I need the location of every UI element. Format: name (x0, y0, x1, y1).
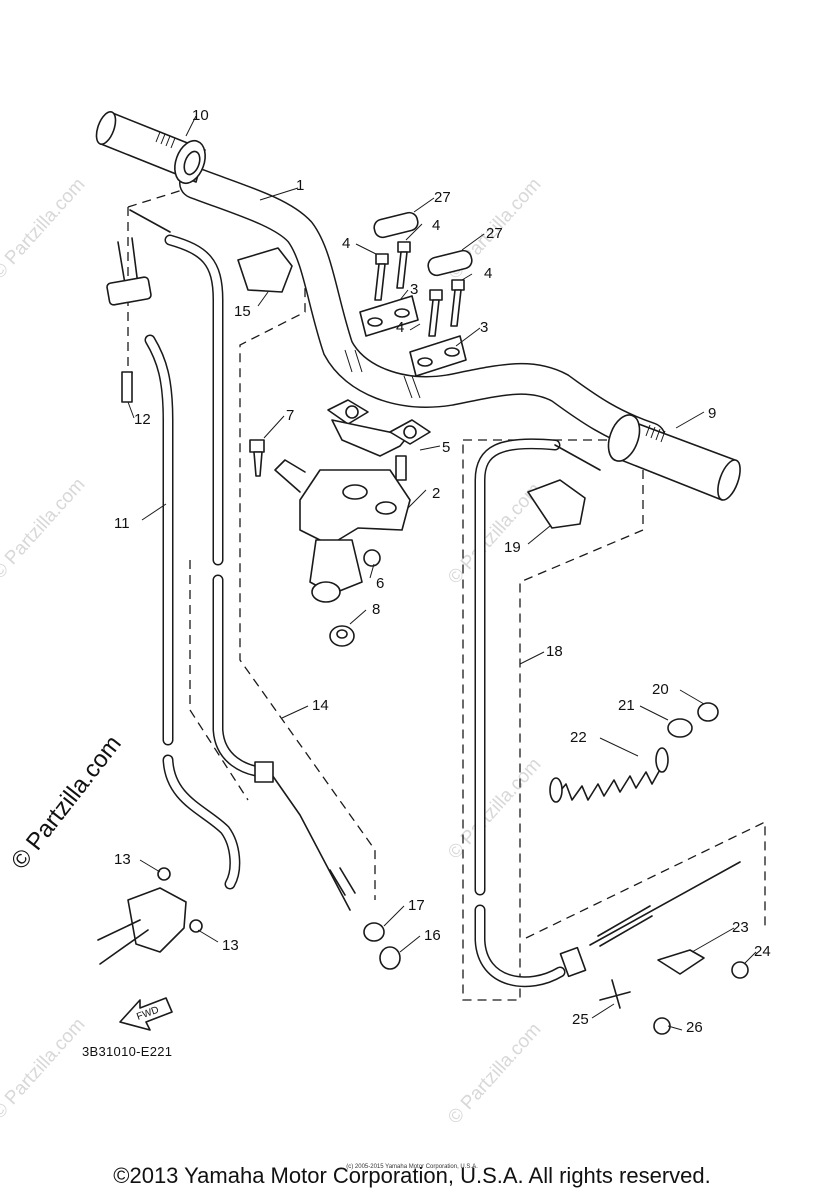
brake-cable (474, 438, 741, 988)
label-part-8: 8 (372, 601, 380, 618)
label-part-22: 22 (570, 729, 587, 746)
label-part-20: 20 (652, 681, 669, 698)
label-part-7: 7 (286, 407, 294, 424)
bracket-assembly (274, 459, 411, 603)
dashed-outline-throttle-cable (127, 186, 376, 900)
label-part-24: 24 (754, 943, 771, 960)
label-part-2: 2 (432, 485, 440, 502)
label-part-13: 13 (222, 937, 239, 954)
label-part-12: 12 (134, 411, 151, 428)
label-part-4: 4 (432, 217, 440, 234)
diagram-code: 3B31010-E221 (82, 1044, 173, 1059)
label-part-3: 3 (410, 281, 418, 298)
label-part-11: 11 (114, 515, 130, 532)
holder-covers (373, 211, 473, 277)
label-part-10: 10 (192, 107, 209, 124)
dashed-group-outlines (127, 186, 766, 1001)
cover-19 (527, 479, 586, 529)
handlebar-upper-holders (359, 295, 467, 377)
label-part-13: 13 (114, 851, 131, 868)
dashed-outline-throttle-cable-left (127, 207, 249, 801)
holder-bolts (374, 241, 465, 337)
label-part-16: 16 (424, 927, 441, 944)
nut-8 (329, 625, 355, 647)
right-grip (607, 414, 741, 501)
dashed-outline-brake-cable-inner (525, 820, 766, 939)
handlebar-lower-holder (327, 399, 431, 481)
fwd-arrow: FWD (119, 997, 173, 1031)
lower-left-bracket (97, 867, 203, 965)
label-part-9: 9 (708, 405, 716, 422)
label-part-17: 17 (408, 897, 425, 914)
label-part-27: 27 (434, 189, 451, 206)
left-grip (95, 110, 206, 185)
label-part-1: 1 (296, 177, 304, 194)
label-part-15: 15 (234, 303, 251, 320)
watermark: © Partzilla.com (444, 1019, 545, 1128)
label-part-21: 21 (618, 697, 635, 714)
label-part-3: 3 (480, 319, 488, 336)
fine-print: (c) 2005-2015 Yamaha Motor Corporation, … (346, 1164, 478, 1170)
label-part-4: 4 (342, 235, 350, 252)
label-part-26: 26 (686, 1019, 703, 1036)
small-parts (363, 702, 749, 1035)
label-part-19: 19 (504, 539, 521, 556)
bolt-7 (249, 439, 265, 477)
label-part-6: 6 (376, 575, 384, 592)
label-part-25: 25 (572, 1011, 589, 1028)
label-part-14: 14 (312, 697, 329, 714)
handlebar (179, 167, 666, 454)
left-cables (106, 209, 356, 911)
watermark: © Partzilla.com (0, 474, 89, 583)
collar-15 (237, 247, 293, 293)
watermark: © Partzilla.com (0, 174, 89, 283)
spring-22 (549, 747, 669, 803)
copyright-notice: ©2013 Yamaha Motor Corporation, U.S.A. A… (113, 1163, 711, 1188)
label-part-23: 23 (732, 919, 749, 936)
label-part-4: 4 (396, 319, 404, 336)
leader-lines (127, 115, 757, 1031)
label-part-27: 27 (486, 225, 503, 242)
watermark: © Partzilla.com (0, 1014, 89, 1123)
label-part-18: 18 (546, 643, 563, 660)
part-number-labels: 1 2 3 3 4 4 4 4 5 6 7 8 9 10 11 12 13 13… (114, 107, 771, 1036)
watermark: © Partzilla.com (444, 754, 545, 863)
label-part-5: 5 (442, 439, 450, 456)
label-part-4: 4 (484, 265, 492, 282)
